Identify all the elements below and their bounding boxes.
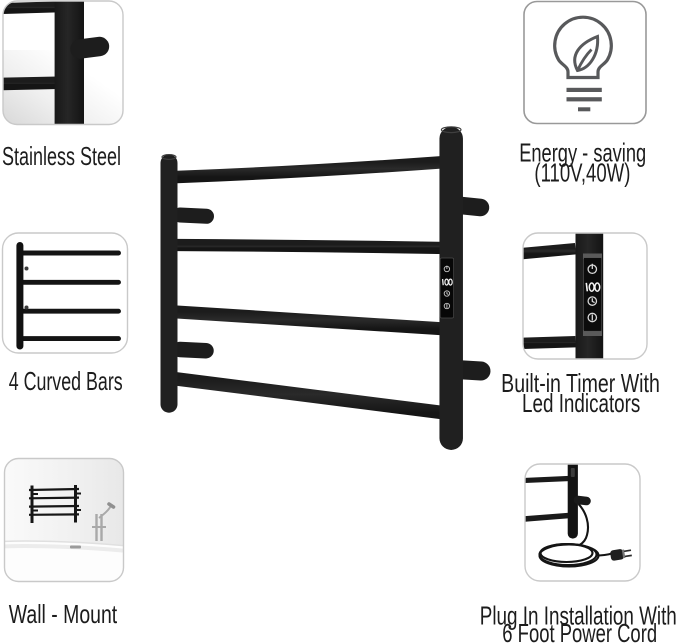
svg-text:Stainless Steel: Stainless Steel bbox=[2, 141, 121, 171]
svg-text:Built-in Timer With: Built-in Timer With bbox=[501, 368, 660, 398]
svg-text:Energy - saving: Energy - saving bbox=[519, 138, 646, 168]
svg-text:(110V,40W): (110V,40W) bbox=[534, 158, 630, 188]
svg-text:Led Indicators: Led Indicators bbox=[522, 388, 640, 418]
svg-text:4 Curved Bars: 4 Curved Bars bbox=[9, 366, 123, 396]
svg-text:6 Foot Power Cord: 6 Foot Power Cord bbox=[502, 618, 657, 643]
svg-text:Wall - Mount: Wall - Mount bbox=[9, 599, 118, 629]
svg-text:Plug In Installation With: Plug In Installation With bbox=[480, 601, 677, 631]
